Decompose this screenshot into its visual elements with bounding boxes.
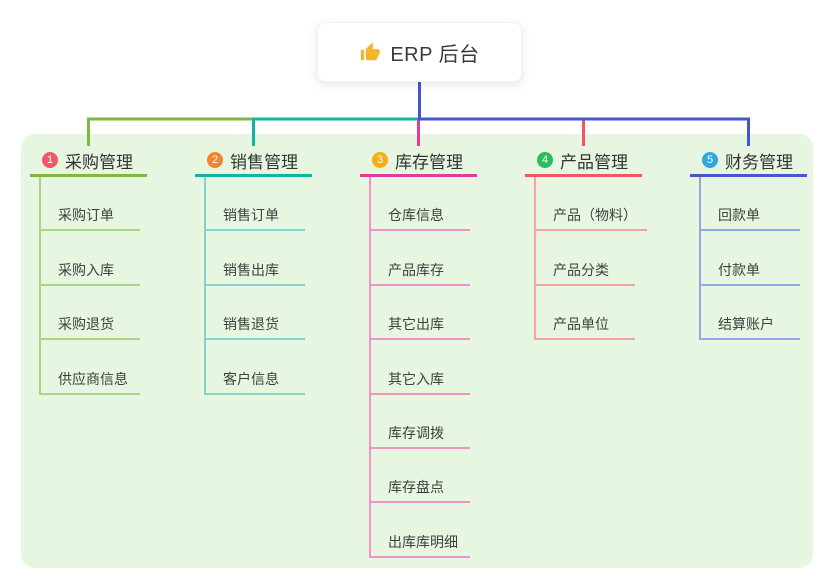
child-node-label: 其它出库 [370,314,470,341]
root-node-label: ERP 后台 [390,43,480,66]
branch-title-label: 库存管理 [395,152,463,172]
child-node-label: 产品分类 [535,260,635,286]
branches-panel [21,134,813,568]
child-node-label: 产品库存 [370,260,470,286]
branch-title-3[interactable]: 3 库存管理 [360,146,477,177]
child-node[interactable]: 付款单 [700,231,800,286]
child-node[interactable]: 产品库存 [370,231,470,286]
child-node-label: 销售出库 [205,260,305,286]
child-node[interactable]: 供应商信息 [40,340,140,395]
child-node[interactable]: 其它出库 [370,286,470,341]
branch-title-4[interactable]: 4 产品管理 [525,146,642,177]
branch-number-badge: 2 [207,152,223,168]
child-node[interactable]: 库存调拨 [370,395,470,449]
branch-vertical-line [369,177,371,558]
branch-children-5: 回款单 付款单 结算账户 [700,177,800,341]
child-node-label: 采购订单 [40,205,140,232]
child-node-label: 付款单 [700,260,800,286]
child-node[interactable]: 销售订单 [205,177,305,232]
branch-title-5[interactable]: 5 财务管理 [690,146,807,177]
child-node-label: 回款单 [700,205,800,232]
child-node-label: 供应商信息 [40,369,140,395]
child-node[interactable]: 其它入库 [370,340,470,395]
child-node[interactable]: 采购入库 [40,231,140,286]
branch-vertical-line [534,177,536,341]
branch-number-badge: 5 [702,152,718,168]
child-node-label: 销售订单 [205,205,305,232]
branch-vertical-line [204,177,206,395]
child-node-label: 结算账户 [700,314,800,341]
branch-title-label: 财务管理 [725,152,793,172]
child-node-label: 仓库信息 [370,205,470,232]
child-node[interactable]: 采购订单 [40,177,140,232]
child-node-label: 客户信息 [205,369,305,395]
branch-title-label: 采购管理 [65,152,133,172]
branch-vertical-line [699,177,701,341]
child-node[interactable]: 产品分类 [535,231,647,286]
child-node-label: 库存调拨 [370,423,470,449]
child-node[interactable]: 销售退货 [205,286,305,341]
branch-children-4: 产品（物料） 产品分类 产品单位 [535,177,647,341]
child-node[interactable]: 采购退货 [40,286,140,341]
child-node-label: 采购退货 [40,314,140,341]
child-node[interactable]: 产品单位 [535,286,647,341]
branch-title-label: 产品管理 [560,152,628,172]
root-node[interactable]: ERP 后台 [317,22,522,82]
child-node-label: 采购入库 [40,260,140,286]
child-node-label: 产品单位 [535,314,635,341]
child-node-label: 销售退货 [205,314,305,341]
child-node[interactable]: 结算账户 [700,286,800,341]
child-node[interactable]: 销售出库 [205,231,305,286]
child-node[interactable]: 产品（物料） [535,177,647,232]
branch-number-badge: 3 [372,152,388,168]
branch-title-1[interactable]: 1 采购管理 [30,146,147,177]
child-node[interactable]: 库存盘点 [370,449,470,504]
branch-children-2: 销售订单 销售出库 销售退货 客户信息 [205,177,305,395]
child-node-label: 库存盘点 [370,477,470,504]
child-node-label: 出库库明细 [370,532,470,558]
branch-title-2[interactable]: 2 销售管理 [195,146,312,177]
branch-number-badge: 4 [537,152,553,168]
branch-children-3: 仓库信息 产品库存 其它出库 其它入库 库存调拨 库存盘点 出库库明细 [370,177,470,558]
child-node-label: 其它入库 [370,369,470,395]
child-node-label: 产品（物料） [535,205,647,232]
branch-vertical-line [39,177,41,395]
branch-number-badge: 1 [42,152,58,168]
child-node[interactable]: 出库库明细 [370,503,470,558]
thumbs-up-icon [361,42,381,61]
child-node[interactable]: 回款单 [700,177,800,232]
branch-title-label: 销售管理 [230,152,298,172]
child-node[interactable]: 仓库信息 [370,177,470,232]
branch-children-1: 采购订单 采购入库 采购退货 供应商信息 [40,177,140,395]
child-node[interactable]: 客户信息 [205,340,305,395]
